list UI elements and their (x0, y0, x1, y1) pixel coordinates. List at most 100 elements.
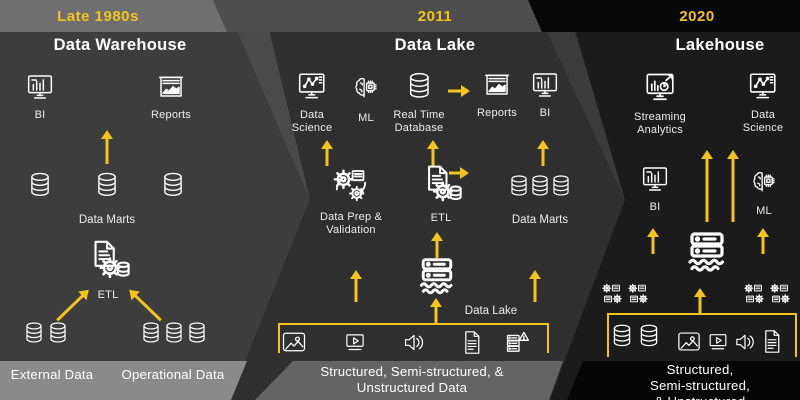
era-label-2011: 2011 (417, 8, 453, 25)
operational-data-label: Operational Data (121, 367, 225, 382)
lakehouse-bi-node: BI (639, 164, 671, 214)
report-board-icon (481, 70, 513, 102)
etl-label: ETL (430, 212, 452, 224)
database-cylinder-icon (635, 316, 663, 356)
title-data-warehouse: Data Warehouse (53, 36, 187, 54)
arrow-right-icon (448, 83, 470, 99)
etl-gear-document-icon (85, 238, 131, 284)
lake-etl-node: ETL (419, 163, 463, 225)
data-prep-label: Data Prep & Validation (319, 211, 383, 236)
streaming-analytics-monitor-icon (642, 70, 678, 106)
etl-label: ETL (97, 289, 119, 301)
mini-process-gears-icon (602, 283, 623, 304)
warehouse-reports-node: Reports (151, 72, 191, 122)
lakehouse-footer-label: Structured, Semi-structured, & Unstructu… (650, 362, 750, 400)
arrow-up-icon (725, 150, 741, 222)
ml-label: ML (358, 112, 374, 124)
arrow-up-icon (645, 228, 661, 254)
arrow-up-icon (755, 228, 771, 254)
report-board-icon (155, 72, 187, 104)
data-science-label: Data Science (291, 109, 333, 134)
document-icon (459, 329, 486, 356)
speaker-icon (401, 329, 428, 356)
video-player-icon (342, 330, 368, 356)
title-data-lake: Data Lake (394, 36, 476, 54)
bi-label: BI (34, 109, 46, 121)
database-cylinder-icon (45, 315, 71, 351)
arrow-up-icon (425, 140, 441, 166)
database-cylinder-icon (403, 68, 435, 104)
data-lake-label: Data Lake (464, 305, 518, 317)
lake-footer-label: Structured, Semi-structured, & Unstructu… (320, 364, 504, 395)
lake-reports-node: Reports (477, 70, 517, 120)
source-bracket (278, 323, 549, 353)
arrow-up-icon (348, 270, 364, 302)
data-science-label: Data Science (742, 109, 784, 134)
database-cylinder-icon (548, 168, 574, 204)
era-label-2020: 2020 (679, 8, 715, 25)
bar-chart-monitor-icon (639, 164, 671, 196)
era-label-1980s: Late 1980s (57, 8, 139, 25)
realtime-db-label: Real Time Database (393, 109, 445, 134)
bi-label: BI (539, 107, 551, 119)
lakehouse-streaming-node: Streaming Analytics (634, 70, 686, 137)
video-player-icon (706, 330, 731, 355)
reports-label: Reports (151, 109, 191, 121)
warehouse-etl-node: ETL (85, 238, 131, 302)
arrow-right-icon (449, 165, 469, 181)
external-data-label: External Data (10, 367, 94, 382)
brain-chip-icon (351, 73, 381, 103)
lakehouse-data-science-node: Data Science (743, 70, 784, 135)
bi-label: BI (649, 201, 661, 213)
database-cylinder-icon (158, 168, 188, 202)
lake-ml-node: ML (351, 73, 381, 125)
lake-data-science-node: Data Science (292, 70, 333, 135)
server-on-waves-icon (681, 230, 733, 278)
arrow-up-icon (535, 140, 551, 166)
mini-process-gears-icon (770, 283, 791, 304)
list-alert-icon (502, 327, 531, 356)
data-marts-label: Data Marts (511, 214, 569, 226)
ml-label: ML (756, 205, 772, 217)
streaming-analytics-label: Streaming Analytics (634, 111, 686, 136)
title-lakehouse: Lakehouse (675, 36, 765, 54)
server-on-waves-icon (413, 256, 461, 300)
source-bracket (607, 313, 797, 357)
lake-realtime-db-node: Real Time Database (393, 68, 444, 135)
image-icon (280, 328, 308, 356)
bar-chart-monitor-icon (529, 70, 561, 102)
database-cylinder-icon (25, 168, 55, 202)
arrow-up-icon (699, 150, 715, 222)
lakehouse-ml-node: ML (749, 167, 779, 218)
brain-chip-icon (749, 167, 779, 197)
database-cylinder-icon (608, 316, 636, 356)
image-icon (676, 328, 703, 355)
arrow-up-icon (692, 288, 708, 314)
data-marts-label: Data Marts (78, 214, 136, 226)
reports-label: Reports (477, 107, 517, 119)
arrow-up-icon (99, 130, 115, 164)
document-icon (759, 328, 786, 355)
scatter-monitor-icon (295, 70, 329, 104)
speaker-icon (732, 329, 758, 355)
warehouse-bi-node: BI (24, 72, 56, 122)
scatter-monitor-icon (746, 70, 780, 104)
database-cylinder-icon (21, 315, 47, 351)
bar-chart-monitor-icon (24, 72, 56, 104)
arrow-up-icon (428, 298, 444, 323)
gears-checklist-icon (331, 166, 371, 206)
arrow-up-icon (319, 140, 335, 166)
database-cylinder-icon (92, 168, 122, 202)
arrow-up-icon (429, 232, 445, 258)
arrow-up-icon (527, 270, 543, 302)
mini-process-gears-icon (628, 283, 649, 304)
lake-data-prep-node: Data Prep & Validation (320, 166, 382, 237)
lake-bi-node: BI (529, 70, 561, 120)
